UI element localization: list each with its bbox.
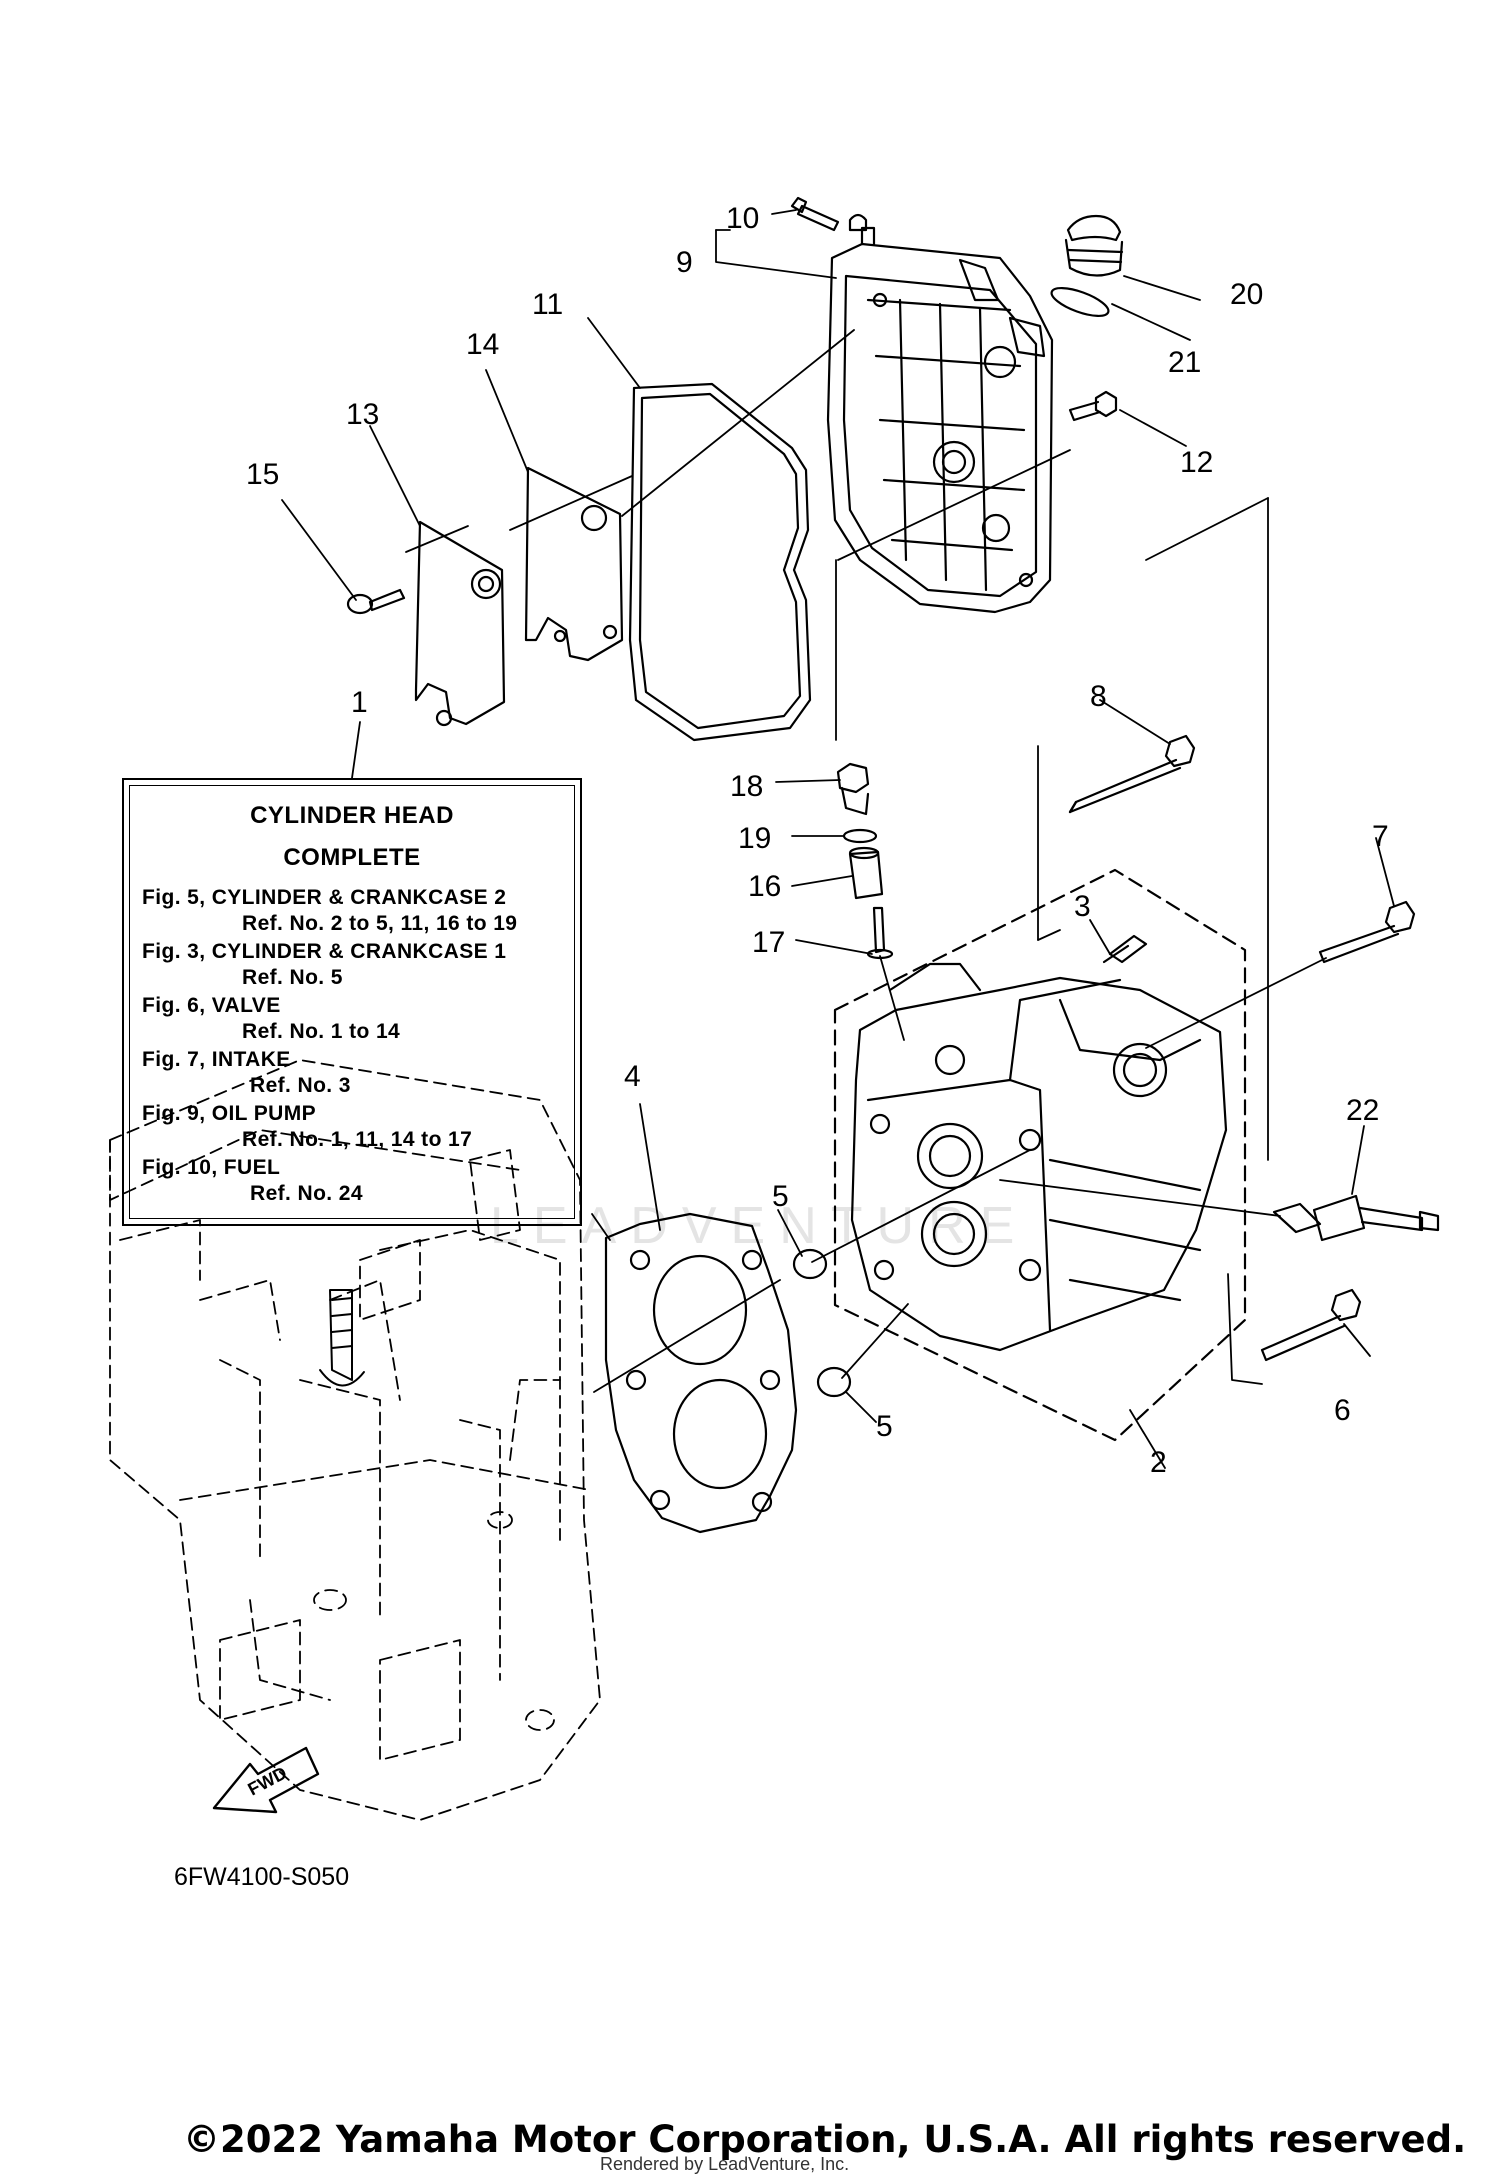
callout-14: 14 bbox=[466, 328, 499, 361]
legend-fig-7: Fig. 7, INTAKE bbox=[142, 1048, 291, 1071]
legend-fig-3: Fig. 3, CYLINDER & CRANKCASE 1 bbox=[142, 940, 507, 963]
legend-ref-7: Ref. No. 3 bbox=[250, 1074, 351, 1097]
callout-19: 19 bbox=[738, 822, 771, 855]
part-19-o-ring bbox=[842, 828, 878, 844]
part-5-dowel-lower bbox=[816, 1366, 852, 1398]
part-15-screw bbox=[346, 588, 406, 615]
callout-12: 12 bbox=[1180, 446, 1213, 479]
part-7-bolt bbox=[1318, 900, 1416, 964]
legend-fig-5: Fig. 5, CYLINDER & CRANKCASE 2 bbox=[142, 886, 507, 909]
callout-3: 3 bbox=[1074, 890, 1091, 923]
part-17-valve bbox=[866, 906, 894, 960]
fwd-arrow bbox=[212, 1746, 320, 1814]
cylinder-block-reference bbox=[109, 1059, 601, 1821]
callout-4: 4 bbox=[624, 1060, 641, 1093]
copyright-notice: ©2022 Yamaha Motor Corporation, U.S.A. A… bbox=[183, 2118, 1467, 2161]
legend-fig-9: Fig. 9, OIL PUMP bbox=[142, 1102, 317, 1125]
callout-20: 20 bbox=[1230, 278, 1263, 311]
part-22-spark-plug bbox=[1272, 1194, 1440, 1242]
legend-ref-3: Ref. No. 5 bbox=[242, 966, 343, 989]
legend-ref-10: Ref. No. 24 bbox=[250, 1182, 363, 1205]
callout-10: 10 bbox=[726, 202, 759, 235]
callout-2: 2 bbox=[1150, 1446, 1167, 1479]
callout-11: 11 bbox=[532, 288, 563, 321]
part-2-group-boundary bbox=[833, 868, 1247, 1442]
legend-title-line1: CYLINDER HEAD bbox=[250, 802, 454, 829]
callout-21: 21 bbox=[1168, 346, 1201, 379]
part-18-plug bbox=[836, 762, 870, 816]
callout-numbers: 1 2 3 4 5 5 6 7 8 9 10 11 12 13 14 15 16… bbox=[246, 202, 1389, 1479]
part-10-bolt bbox=[790, 196, 840, 232]
part-20-oil-filler-cap bbox=[1064, 214, 1124, 277]
diagram-code: 6FW4100-S050 bbox=[174, 1863, 350, 1891]
callout-8: 8 bbox=[1090, 680, 1107, 713]
part-11-gasket bbox=[628, 382, 812, 742]
part-4-head-gasket bbox=[604, 1212, 798, 1534]
callout-16: 16 bbox=[748, 870, 781, 903]
callout-13: 13 bbox=[346, 398, 379, 431]
legend-ref-6: Ref. No. 1 to 14 bbox=[242, 1020, 401, 1043]
legend-ref-9: Ref. No. 1, 11, 14 to 17 bbox=[242, 1128, 473, 1151]
legend-box: CYLINDER HEAD COMPLETE Fig. 5, CYLINDER … bbox=[122, 778, 582, 1226]
callout-6: 6 bbox=[1334, 1394, 1351, 1427]
rendered-by-credit: Rendered by LeadVenture, Inc. bbox=[600, 2154, 850, 2174]
callout-5-upper: 5 bbox=[772, 1180, 789, 1213]
part-14-plate bbox=[524, 466, 624, 662]
part-8-bolt bbox=[1068, 734, 1196, 814]
cylinder-head-main bbox=[850, 962, 1228, 1352]
part-21-o-ring bbox=[1050, 286, 1110, 318]
legend-title-line2: COMPLETE bbox=[283, 844, 421, 871]
part-6-bolt bbox=[1260, 1288, 1362, 1362]
callout-5-lower: 5 bbox=[876, 1410, 893, 1443]
cylinder-block-stud bbox=[319, 1289, 365, 1387]
legend-ref-5: Ref. No. 2 to 5, 11, 16 to 19 bbox=[242, 912, 518, 935]
callout-15: 15 bbox=[246, 458, 279, 491]
callout-1: 1 bbox=[351, 686, 368, 719]
callout-9: 9 bbox=[676, 246, 693, 279]
part-5-dowel-upper bbox=[792, 1248, 828, 1280]
part-13-plate bbox=[414, 520, 506, 727]
callout-7: 7 bbox=[1372, 820, 1389, 853]
callout-17: 17 bbox=[752, 926, 785, 959]
part-12-bolt bbox=[1068, 390, 1118, 422]
legend-fig-6: Fig. 6, VALVE bbox=[142, 994, 281, 1017]
cylinder-head-cover bbox=[826, 213, 1054, 614]
part-3-sleeve bbox=[1102, 934, 1148, 964]
part-16-sleeve bbox=[848, 846, 884, 900]
leader-lines bbox=[281, 209, 1395, 1469]
callout-18: 18 bbox=[730, 770, 763, 803]
legend-fig-10: Fig. 10, FUEL bbox=[142, 1156, 281, 1179]
callout-22: 22 bbox=[1346, 1094, 1379, 1127]
